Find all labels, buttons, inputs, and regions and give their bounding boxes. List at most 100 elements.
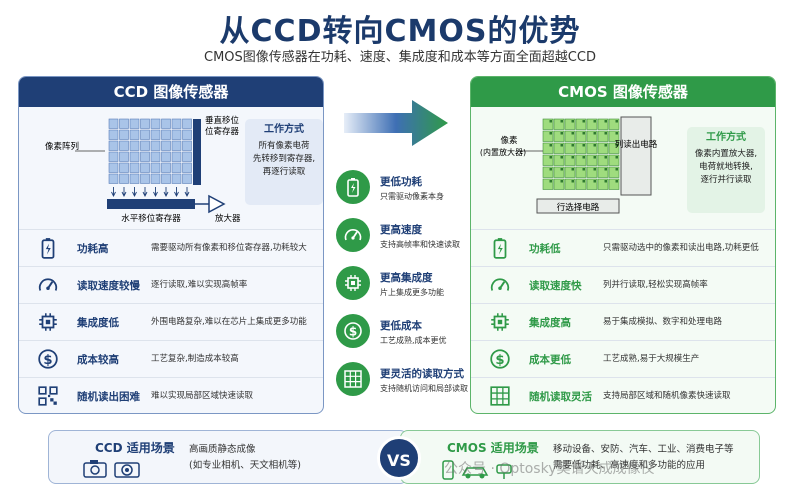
feature-description: 难以实现局部区域快速读取 <box>151 391 254 401</box>
cmos-pixel <box>575 142 587 154</box>
ccd-panel-header: CCD 图像传感器 <box>19 77 323 107</box>
devices-icon <box>442 460 512 480</box>
cmos-pixel <box>564 118 576 130</box>
cmos-pixel <box>608 118 620 130</box>
advantage-description: 只需驱动像素本身 <box>380 192 444 201</box>
ccd-scenario-line: (如专业相机、天文相机等) <box>189 460 301 471</box>
cmos-pixel <box>586 178 598 190</box>
pixel-amplifier-dot <box>604 144 607 147</box>
cmos-pixel <box>575 118 587 130</box>
pixel-amplifier-dot <box>571 132 574 135</box>
pixel-amplifier-dot <box>582 132 585 135</box>
advantage-description: 片上集成更多功能 <box>380 288 444 297</box>
cmos-work-line: 逐行并行读取 <box>700 175 752 185</box>
cmos-pixel <box>608 142 620 154</box>
pixel-amplifier-dot <box>571 120 574 123</box>
pixel-amplifier-dot <box>604 156 607 159</box>
speedometer-icon <box>336 218 370 252</box>
feature-row: $成本较高工艺复杂,制造成本较高 <box>19 340 323 377</box>
pixel-amplifier-dot <box>571 180 574 183</box>
ccd-horizontal-register <box>107 199 195 209</box>
ccd-vertical-register <box>193 119 201 185</box>
battery-icon <box>19 237 77 259</box>
cmos-pixel <box>586 154 598 166</box>
ccd-pixel <box>108 129 119 140</box>
pixel-amplifier-dot <box>549 120 552 123</box>
battery-icon <box>336 170 370 204</box>
dollar-icon: $ <box>471 348 529 370</box>
feature-description: 易于集成模拟、数字和处理电路 <box>603 317 723 327</box>
svg-text:$: $ <box>43 353 52 368</box>
pixel-amplifier-dot <box>604 180 607 183</box>
ccd-pixel <box>182 118 192 129</box>
svg-text:$: $ <box>495 353 504 368</box>
ccd-pixel <box>150 173 161 184</box>
transfer-arrow <box>163 187 169 198</box>
cmos-pixel <box>586 166 598 178</box>
feature-label: 成本更低 <box>529 353 571 366</box>
pixel-amplifier-dot <box>560 156 563 159</box>
ccd-pixel <box>119 151 129 162</box>
label-pixel-amp: (内置放大器) <box>480 147 526 157</box>
feature-description: 支持局部区域和随机像素快速读取 <box>603 391 731 401</box>
ccd-pixel <box>161 129 171 140</box>
cmos-pixel <box>575 166 587 178</box>
cmos-work-line: 像素内置放大器, <box>694 149 758 159</box>
pixel-amplifier-dot <box>593 156 596 159</box>
ccd-pixel <box>119 129 129 140</box>
cmos-pixel <box>542 166 554 178</box>
cmos-feature-list: 功耗低只需驱动选中的像素和读出电路,功耗更低读取速度快列并行读取,轻松实现高帧率… <box>471 229 775 413</box>
grid-icon <box>471 385 529 407</box>
ccd-pixel <box>129 140 140 151</box>
ccd-scenario-line: 高画质静态成像 <box>189 444 256 455</box>
ccd-pixel <box>108 162 119 173</box>
feature-row: 集成度低外围电路复杂,难以在芯片上集成更多功能 <box>19 303 323 340</box>
ccd-pixel <box>171 173 182 184</box>
cmos-pixel <box>586 142 598 154</box>
ccd-pixel <box>129 173 140 184</box>
ccd-pixel <box>140 151 150 162</box>
cmos-pixel <box>597 130 609 142</box>
cmos-pixel <box>597 118 609 130</box>
feature-description: 工艺成熟,易于大规模生产 <box>603 354 700 364</box>
ccd-pixel <box>119 140 129 151</box>
ccd-pixel <box>150 151 161 162</box>
pixel-amplifier-dot <box>582 120 585 123</box>
cmos-pixel <box>542 118 554 130</box>
feature-description: 工艺复杂,制造成本较高 <box>151 354 239 364</box>
ccd-pixel <box>161 118 171 129</box>
ccd-pixel <box>150 129 161 140</box>
cmos-pixel <box>553 118 565 130</box>
cmos-pixel <box>608 130 620 142</box>
ccd-pixel <box>129 118 140 129</box>
pixel-amplifier-dot <box>593 144 596 147</box>
feature-description: 外围电路复杂,难以在芯片上集成更多功能 <box>151 317 307 327</box>
cmos-scenario-line: 移动设备、安防、汽车、工业、消费电子等 <box>553 444 734 455</box>
pixel-amplifier-dot <box>549 156 552 159</box>
cmos-scenario-line: 需要低功耗、高速度和多功能的应用 <box>553 460 706 471</box>
ccd-pixel <box>140 118 150 129</box>
ccd-sensor-diagram: 像素阵列 垂直移位 位寄存器 水平移位寄存器 放大器 <box>45 115 241 224</box>
ccd-pixel <box>171 140 182 151</box>
pixel-amplifier-dot <box>604 120 607 123</box>
feature-row: 功耗高需要驱动所有像素和移位寄存器,功耗较大 <box>19 229 323 266</box>
ccd-pixel <box>182 129 192 140</box>
feature-label: 功耗低 <box>529 242 561 255</box>
feature-description: 逐行读取,难以实现高帧率 <box>151 280 248 290</box>
ccd-pixel <box>150 162 161 173</box>
battery-icon <box>471 237 529 259</box>
ccd-pixel <box>182 173 192 184</box>
ccd-work-line: 再逐行读取 <box>262 167 306 177</box>
ccd-scenarios-title: CCD 适用场景 <box>95 441 175 455</box>
feature-row: 集成度高易于集成模拟、数字和处理电路 <box>471 303 775 340</box>
ccd-pixel <box>108 173 119 184</box>
feature-row: $ 成本更低 工艺成熟,易于大规模生产 <box>471 340 775 377</box>
ccd-pixel <box>140 162 150 173</box>
column-readout-block <box>620 116 652 196</box>
ccd-work-line: 所有像素电荷 <box>258 141 310 151</box>
ccd-pixel <box>161 173 171 184</box>
cmos-pixel <box>586 130 598 142</box>
ccd-pixel-grid <box>108 118 192 184</box>
transfer-arrow <box>174 187 179 198</box>
label-amplifier: 放大器 <box>215 213 241 224</box>
